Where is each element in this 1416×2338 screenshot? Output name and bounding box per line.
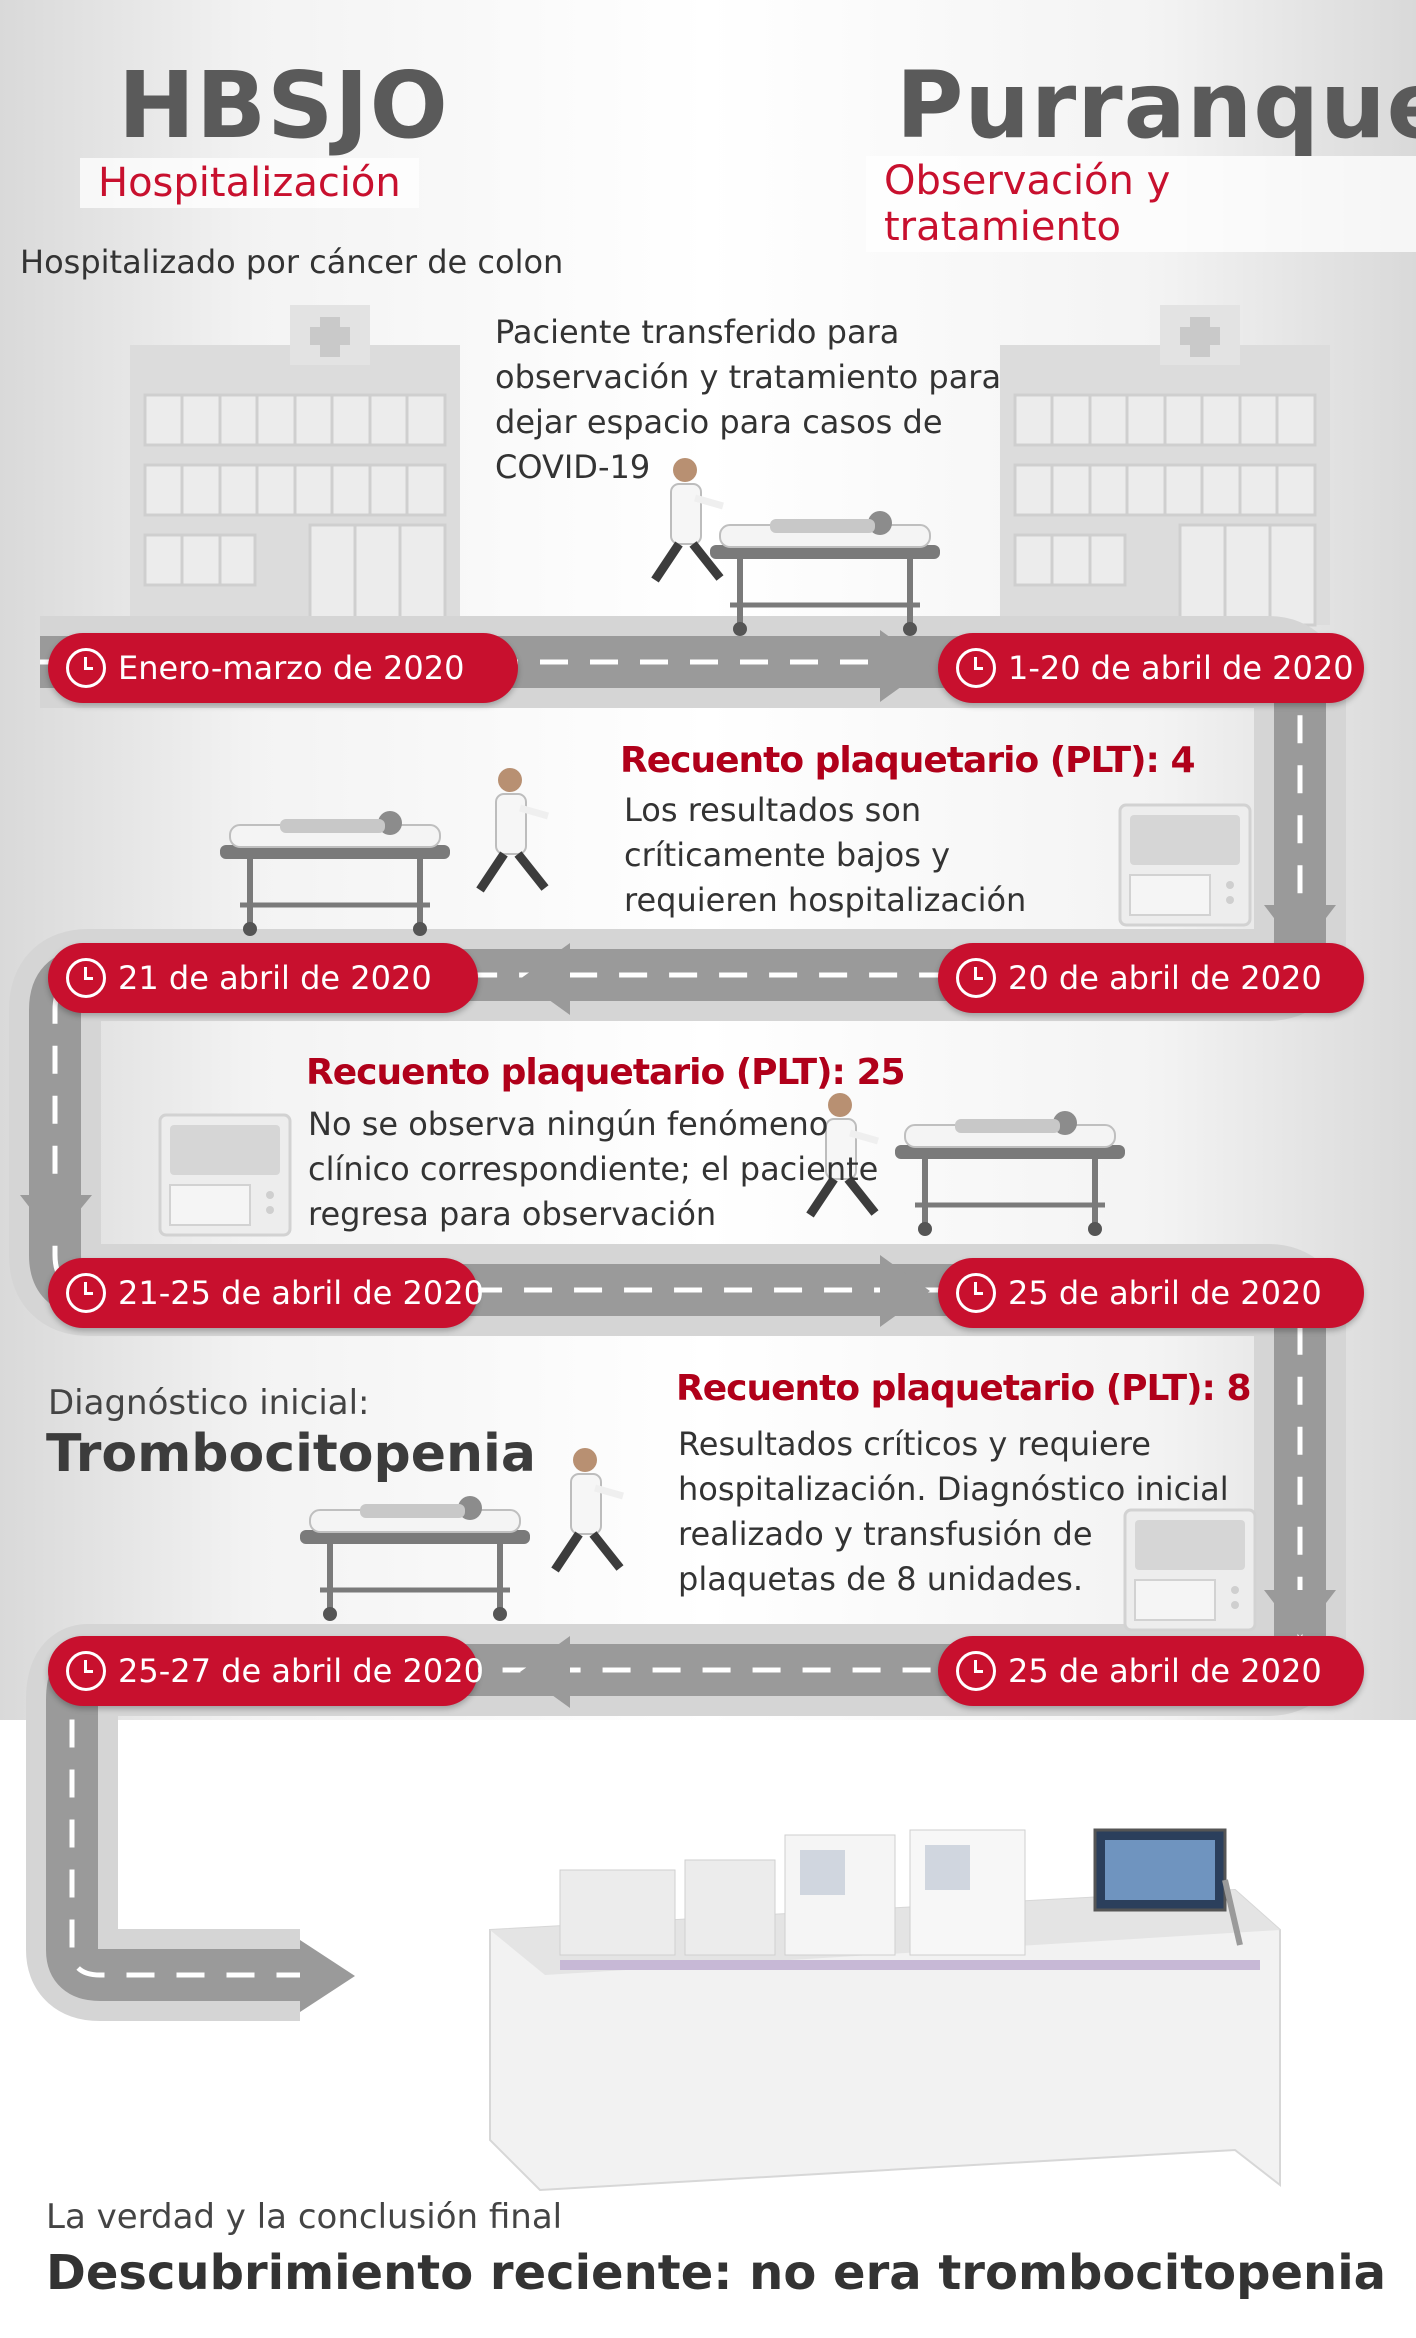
date-label: 25 de abril de 2020 [1008,1274,1322,1312]
hospital-left-note: Hospitalizado por cáncer de colon [20,243,564,281]
clock-icon [66,958,106,998]
clock-icon [956,648,996,688]
date-label: 25 de abril de 2020 [1008,1652,1322,1690]
lab-analyzer-system [489,1828,1281,2192]
date-pill-7: 25 de abril de 2020 [938,1636,1364,1706]
hospital-left-title: HBSJO [118,52,449,159]
plt-desc-2: No se observa ningún fenómeno clínico co… [308,1105,879,1233]
date-label: 1-20 de abril de 2020 [1008,649,1354,687]
date-label: 21-25 de abril de 2020 [118,1274,484,1312]
clock-icon [956,958,996,998]
diagnosis-label: Diagnóstico inicial: [48,1383,370,1423]
clock-icon [66,1651,106,1691]
conclusion-label: La verdad y la conclusión final [46,2197,563,2237]
hospital-right-title: Purranque [896,52,1416,159]
plt-title-1: Recuento plaquetario (PLT): 4 [620,740,1196,781]
date-label: 25-27 de abril de 2020 [118,1652,484,1690]
date-pill-8: 25-27 de abril de 2020 [48,1636,484,1706]
clock-icon [956,1651,996,1691]
date-label: Enero-marzo de 2020 [118,649,465,687]
hospital-right-subtitle: Observación y tratamiento [866,156,1416,252]
clock-icon [66,1273,106,1313]
date-pill-6: 25 de abril de 2020 [938,1258,1364,1328]
plt-desc-3: Resultados críticos y requiere hospitali… [678,1425,1229,1598]
conclusion-value: Descubrimiento reciente: no era tromboci… [46,2245,1387,2301]
clock-icon [956,1273,996,1313]
plt-title-2: Recuento plaquetario (PLT): 25 [306,1052,906,1093]
date-pill-4: 21 de abril de 2020 [48,943,478,1013]
date-pill-5: 21-25 de abril de 2020 [48,1258,484,1328]
plt-desc-1: Los resultados son críticamente bajos y … [624,791,1027,919]
date-pill-1: Enero-marzo de 2020 [48,633,518,703]
hospital-left-subtitle: Hospitalización [80,158,419,208]
arrow-right-1 [880,630,930,702]
clock-icon [66,648,106,688]
date-pill-3: 20 de abril de 2020 [938,943,1364,1013]
transfer-note: Paciente transferido para observación y … [495,313,1002,486]
diagnosis-value: Trombocitopenia [46,1424,536,1484]
plt-title-3: Recuento plaquetario (PLT): 8 [676,1368,1252,1409]
date-label: 21 de abril de 2020 [118,959,432,997]
date-pill-2: 1-20 de abril de 2020 [938,633,1364,703]
date-label: 20 de abril de 2020 [1008,959,1322,997]
